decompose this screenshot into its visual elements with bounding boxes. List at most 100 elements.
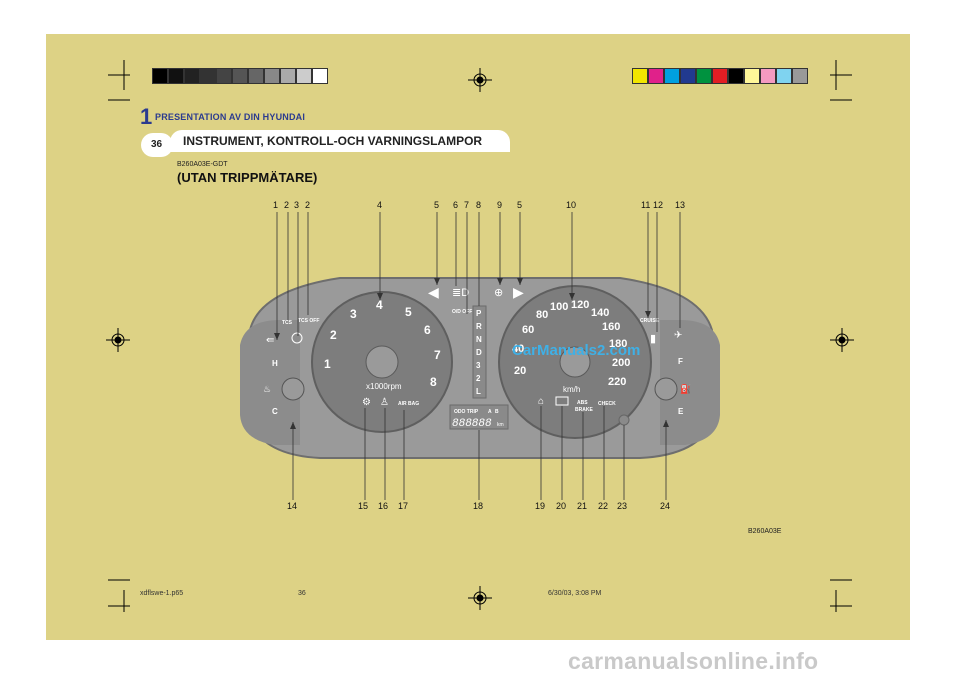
crosshair-target-right bbox=[830, 328, 854, 352]
speed-number-180: 180 bbox=[609, 338, 627, 350]
crosshair-target-top bbox=[468, 68, 492, 92]
figure-code: B260A03E bbox=[748, 528, 782, 535]
callout-11: 11 bbox=[641, 200, 650, 210]
odo-trip-label: ODO TRIP bbox=[454, 409, 479, 415]
gear-2: 2 bbox=[476, 374, 481, 383]
section-title: INSTRUMENT, KONTROLL-OCH VARNINGSLAMPOR bbox=[183, 134, 483, 148]
speed-number-120: 120 bbox=[571, 299, 589, 311]
speed-number-220: 220 bbox=[608, 376, 626, 388]
callout-leader-lines bbox=[276, 212, 681, 500]
callout-5b: 5 bbox=[517, 200, 522, 210]
callout-12: 12 bbox=[653, 200, 663, 210]
temp-hot-label: H bbox=[272, 359, 278, 368]
gear-p: P bbox=[476, 309, 482, 318]
tach-number-8: 8 bbox=[430, 375, 437, 389]
battery-icon bbox=[555, 396, 569, 406]
callout-22: 22 bbox=[598, 501, 608, 511]
speed-number-60: 60 bbox=[522, 324, 534, 336]
page-number: 36 bbox=[151, 139, 163, 150]
speed-number-200: 200 bbox=[612, 357, 630, 369]
callout-23: 23 bbox=[617, 501, 627, 511]
tach-unit: x1000rpm bbox=[366, 382, 402, 391]
tach-number-2: 2 bbox=[330, 328, 337, 342]
tach-number-4: 4 bbox=[376, 298, 383, 312]
callout-17: 17 bbox=[398, 501, 408, 511]
left-turn-arrow-icon: ◀ bbox=[428, 284, 439, 300]
chapter-number: 1 bbox=[140, 104, 153, 129]
odometer-digits: 888888 bbox=[452, 418, 492, 430]
callout-7: 7 bbox=[464, 200, 469, 210]
abs-warning-icon bbox=[291, 332, 303, 344]
gear-indicator-column: P R N D 3 2 L bbox=[472, 305, 487, 399]
od-off-label: O/D OFF bbox=[452, 309, 472, 315]
grayscale-color-bar bbox=[152, 68, 328, 84]
trip-a-label: A bbox=[488, 409, 492, 415]
tachometer-hub bbox=[365, 345, 399, 379]
watermark-carmanuals2: CarManuals2.com bbox=[512, 342, 641, 359]
callout-4: 4 bbox=[377, 200, 382, 210]
callout-10: 10 bbox=[566, 200, 576, 210]
thermometer-icon: ♨ bbox=[263, 384, 271, 394]
speed-number-100: 100 bbox=[550, 301, 568, 313]
speed-number-140: 140 bbox=[591, 307, 609, 319]
tach-number-7: 7 bbox=[434, 348, 441, 362]
page-number-badge bbox=[141, 133, 173, 157]
callout-13: 13 bbox=[675, 200, 685, 210]
odometer-unit: km bbox=[497, 422, 504, 428]
subtitle: (UTAN TRIPPMÄTARE) bbox=[177, 170, 318, 185]
brake-label: BRAKE bbox=[575, 407, 593, 413]
callout-9: 9 bbox=[497, 200, 502, 210]
gear-r: R bbox=[476, 322, 482, 331]
callout-2a: 2 bbox=[284, 200, 289, 210]
gear-3: 3 bbox=[476, 361, 481, 370]
tach-number-6: 6 bbox=[424, 323, 431, 337]
callout-19: 19 bbox=[535, 501, 545, 511]
callout-5a: 5 bbox=[434, 200, 439, 210]
watermark-carmanualsonline: carmanualsonline.info bbox=[568, 648, 819, 674]
crosshair-target-bottom bbox=[468, 586, 492, 610]
speedometer-hub bbox=[559, 346, 591, 378]
tcs-label: TCS bbox=[282, 320, 293, 326]
airbag-label: AIR BAG bbox=[398, 401, 419, 407]
temp-gauge-hub bbox=[281, 377, 305, 401]
fuel-full-label: F bbox=[678, 357, 683, 366]
callout-6: 6 bbox=[453, 200, 458, 210]
footer-date: 6/30/03, 3:08 PM bbox=[548, 590, 602, 597]
speed-unit: km/h bbox=[563, 385, 580, 394]
low-fuel-icon: ▮ bbox=[650, 333, 656, 345]
speed-number-80: 80 bbox=[536, 309, 548, 321]
gear-d: D bbox=[476, 348, 482, 357]
door-open-icon: ⇚ bbox=[266, 335, 274, 346]
seatbelt-icon: ♙ bbox=[380, 397, 389, 408]
tcs-off-label: TCS OFF bbox=[298, 318, 319, 324]
oil-pressure-icon: ⌂ bbox=[538, 396, 544, 407]
section-tab bbox=[170, 130, 510, 152]
speed-number-40: 40 bbox=[512, 343, 524, 355]
callout-20: 20 bbox=[556, 501, 566, 511]
process-color-bar bbox=[632, 68, 808, 84]
fuel-pump-icon: ⛽ bbox=[680, 383, 691, 394]
crosshair-target-left bbox=[106, 328, 130, 352]
tach-number-3: 3 bbox=[350, 307, 357, 321]
callout-arrowheads bbox=[274, 278, 669, 429]
callout-18: 18 bbox=[473, 501, 483, 511]
cruise-label: CRUISE bbox=[640, 318, 660, 324]
speed-number-160: 160 bbox=[602, 321, 620, 333]
temp-gauge-bezel bbox=[240, 320, 300, 445]
tach-number-5: 5 bbox=[405, 305, 412, 319]
odometer-display: ODO TRIP A B 888888 km bbox=[449, 404, 509, 430]
footer-page: 36 bbox=[298, 590, 306, 597]
abs-label: ABS bbox=[577, 400, 588, 406]
temp-cold-label: C bbox=[272, 407, 278, 416]
callout-1: 1 bbox=[273, 200, 278, 210]
callout-16: 16 bbox=[378, 501, 388, 511]
callout-3: 3 bbox=[294, 200, 299, 210]
callout-8: 8 bbox=[476, 200, 481, 210]
document-code: B260A03E-GDT bbox=[177, 161, 228, 168]
fuel-gauge-hub bbox=[654, 377, 678, 401]
gear-n: N bbox=[476, 335, 482, 344]
callout-24: 24 bbox=[660, 501, 670, 511]
chapter-title: PRESENTATION AV DIN HYUNDAI bbox=[155, 112, 306, 122]
check-label: CHECK bbox=[598, 401, 616, 407]
